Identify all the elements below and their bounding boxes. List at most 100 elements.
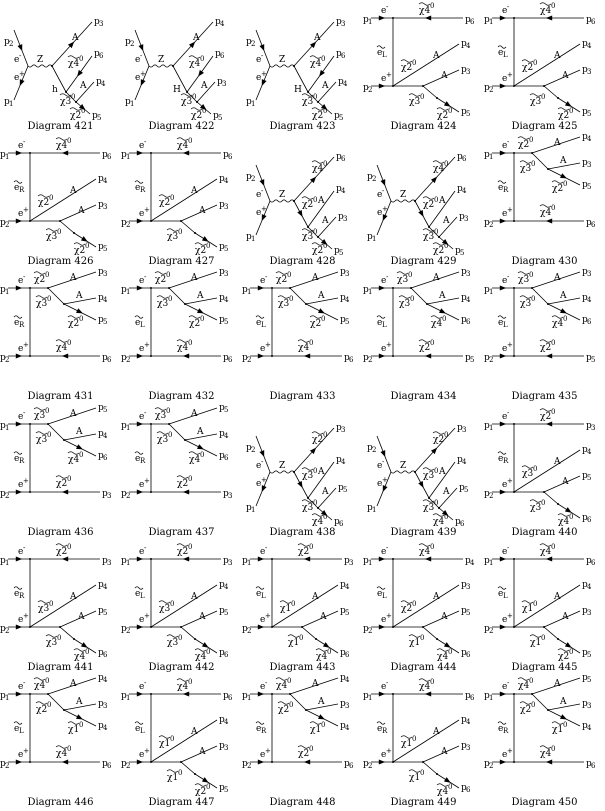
incoming-momentum-bottom: p <box>363 353 369 363</box>
photon-line-2 <box>422 610 460 628</box>
outgoing-momentum-a-index: 3 <box>345 270 349 278</box>
electron-label-charge: - <box>386 3 389 11</box>
selectron-label-chirality: R <box>19 321 25 329</box>
positron-label: e <box>502 209 507 219</box>
z-boson-propagator <box>390 470 416 474</box>
incoming-momentum-bottom-index: 1 <box>372 506 376 514</box>
neutralino-label-b-superscript: 0 <box>79 451 83 459</box>
selectron-label: e <box>498 589 503 599</box>
photon-label-2: A <box>75 427 83 437</box>
arrow-icon <box>424 556 432 562</box>
tilde-mark <box>297 339 310 344</box>
electron-label: e <box>18 276 23 286</box>
neutralino-label-bottom: χ4 <box>298 343 309 353</box>
tilde-mark <box>529 498 542 503</box>
tilde-mark <box>376 45 386 49</box>
neutralino-label-a-superscript: 0 <box>47 431 51 439</box>
incoming-momentum-top: p <box>484 421 490 431</box>
incoming-momentum-bottom: p <box>125 97 131 107</box>
tilde-mark <box>519 160 532 164</box>
neutralino-label-bottom-superscript: 0 <box>67 475 71 483</box>
tilde-mark <box>408 769 421 773</box>
neutralino-label-bottom: χ2 <box>177 479 188 489</box>
arrow-icon <box>78 103 86 111</box>
arrow-icon <box>261 214 267 222</box>
positron-label-charge: + <box>507 71 513 79</box>
tilde-mark <box>176 137 189 141</box>
outgoing-momentum-b: p <box>219 741 225 751</box>
photon-label-2: A <box>561 612 569 622</box>
outgoing-momentum-last-index: 5 <box>460 249 464 257</box>
z-boson-propagator <box>390 199 416 203</box>
tilde-mark <box>67 721 80 725</box>
outgoing-momentum-b-index: 4 <box>466 296 471 304</box>
electron-label: e <box>502 412 507 422</box>
tilde-mark <box>134 450 144 455</box>
neutralino-label-a-superscript: 0 <box>168 431 172 439</box>
neutralino-label-top: χ4 <box>419 547 430 557</box>
photon-line-2 <box>301 610 339 628</box>
tilde-mark <box>134 315 144 320</box>
diagram-caption: Diagram 450 <box>511 797 578 808</box>
neutralino-label-bottom: χ4 <box>56 749 67 759</box>
neutralino-label-bottom: χ2 <box>419 343 430 353</box>
electron-label: e <box>18 141 23 151</box>
neutralino-label-c: χ2 <box>558 652 569 662</box>
incoming-momentum-top: p <box>0 285 6 295</box>
arrow-icon <box>259 44 265 51</box>
diagram-caption: Diagram 439 <box>390 526 457 538</box>
outgoing-momentum-b-index: 5 <box>103 609 107 617</box>
incoming-momentum-bottom-index: 2 <box>368 86 372 94</box>
outgoing-momentum-last: p <box>582 107 588 117</box>
tilde-mark <box>408 634 421 638</box>
arrow-icon <box>441 509 449 516</box>
incoming-momentum-top: p <box>367 172 373 182</box>
arrow-icon <box>75 714 83 720</box>
arrow-icon <box>317 308 325 314</box>
tilde-mark <box>432 160 445 164</box>
tilde-mark <box>517 136 530 140</box>
outgoing-momentum-last-index: 5 <box>587 651 591 659</box>
neutralino-label-c: χ2 <box>70 111 81 121</box>
electron-label: e <box>260 276 265 286</box>
selectron-label: e <box>135 318 140 328</box>
photon-line-1 <box>29 178 97 222</box>
neutralino-label-c-superscript: 0 <box>202 107 206 115</box>
neutralino-label-top-superscript: 0 <box>551 543 555 551</box>
photon-line-2 <box>422 745 460 763</box>
arrow-icon <box>320 103 328 111</box>
diagram-caption: Diagram 440 <box>511 526 578 538</box>
outgoing-momentum-b: p <box>459 212 465 222</box>
neutralino-label-b-superscript: 0 <box>178 228 182 236</box>
outgoing-momentum-b-index: 3 <box>466 68 470 76</box>
chi-line-b <box>543 85 559 99</box>
photon-label-1: A <box>190 592 198 602</box>
outgoing-momentum-b: p <box>582 606 588 616</box>
neutralino-label-bottom-superscript: 0 <box>309 745 313 753</box>
arrow-icon <box>136 285 144 291</box>
neutralino-label-a-superscript: 0 <box>412 600 416 608</box>
tilde-mark <box>311 242 324 246</box>
arrow-icon <box>559 173 567 179</box>
incoming-momentum-bottom-index: 2 <box>5 221 9 229</box>
tilde-mark <box>158 735 171 739</box>
neutralino-label-b: χ3 <box>302 97 313 107</box>
photon-line-1 <box>150 719 218 763</box>
outgoing-momentum-top: p <box>586 15 592 25</box>
positron-label: e <box>139 480 144 490</box>
outgoing-momentum-upper-index: 4 <box>220 20 225 28</box>
positron-label: e <box>139 615 144 625</box>
positron-label-charge: + <box>144 206 150 214</box>
z-boson-propagator <box>269 470 295 474</box>
neutralino-label-a: χ2 <box>520 705 531 715</box>
incoming-momentum-top: p <box>121 421 127 431</box>
outgoing-momentum-b-index: 3 <box>466 744 470 752</box>
photon-line-1 <box>47 272 97 289</box>
